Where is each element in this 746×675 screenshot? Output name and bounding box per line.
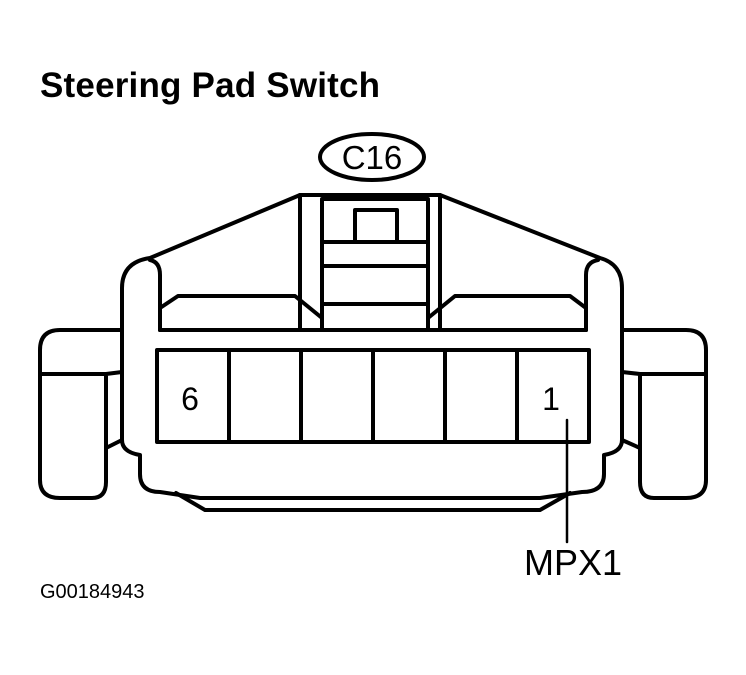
connector-id-oval [318, 132, 426, 182]
housing-bottom-lip [174, 491, 572, 512]
pin-number: 6 [181, 381, 199, 417]
figure-id: G00184943 [40, 581, 145, 603]
left-side-clip [38, 328, 124, 500]
diagram-title: Steering Pad Switch [40, 66, 381, 105]
connector-housing [120, 193, 624, 500]
left-clip-inner [38, 370, 124, 450]
pin-dividers [227, 348, 519, 444]
right-clip-inner [620, 370, 708, 450]
right-shoulder-ledge [426, 294, 588, 332]
right-side-clip [620, 328, 708, 500]
pin-callout-label: MPX1 [524, 542, 622, 583]
pin-number: 1 [542, 381, 560, 417]
connector-id-label: C16 [342, 139, 403, 176]
left-shoulder-ledge [158, 294, 324, 332]
latch-tab [353, 208, 399, 244]
housing-inner-frame [148, 258, 600, 332]
